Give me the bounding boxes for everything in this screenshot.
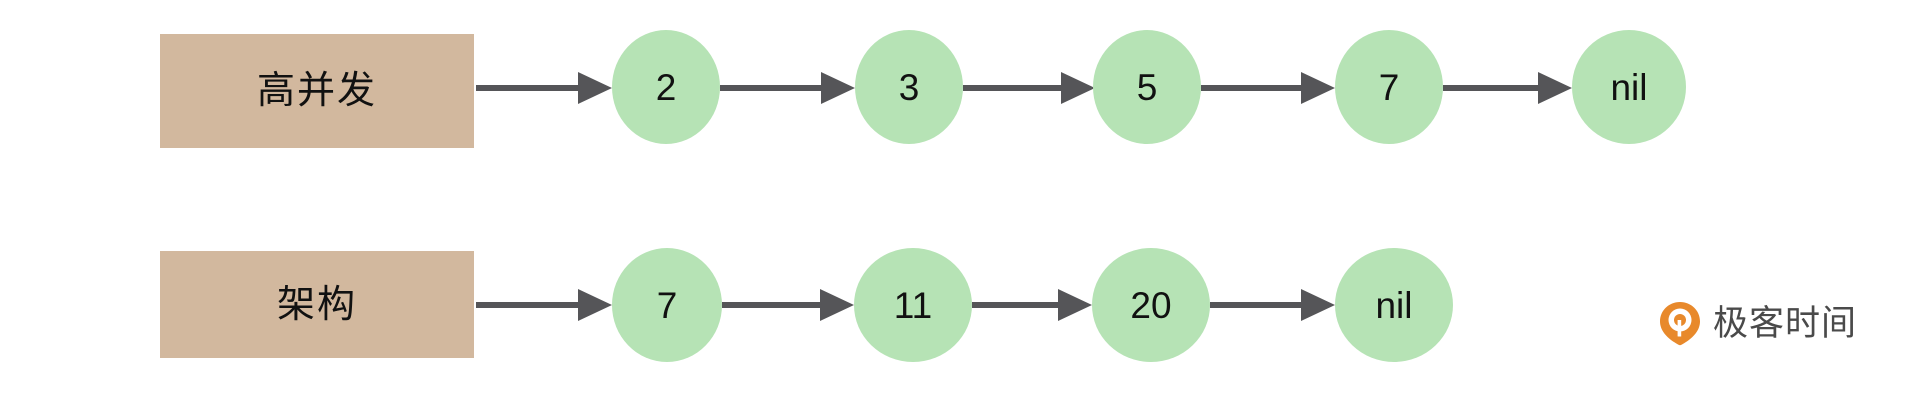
node-row2-1: 11 [854,248,972,362]
arrow-shaft [963,85,1061,91]
arrow-shaft [1201,85,1301,91]
arrow-head-icon [1301,72,1335,104]
node-label: 3 [898,66,920,108]
arrow-head-icon [1058,289,1092,321]
arrow-head-icon [820,289,854,321]
node-row1-2: 5 [1093,30,1201,144]
arrow-shaft [1443,85,1538,91]
node-row2-0: 7 [612,248,722,362]
node-row2-2: 20 [1092,248,1210,362]
node-row1-4: nil [1572,30,1686,144]
arrow-head-icon [1061,72,1095,104]
watermark-logo: 极客时间 [1657,300,1857,346]
arrow-shaft [476,85,578,91]
arrow-shaft [720,85,821,91]
row-label-text-2: 架构 [276,283,357,326]
node-row1-1: 3 [855,30,963,144]
node-label: 11 [893,284,933,326]
node-label: nil [1375,284,1413,326]
arrow-head-icon [578,289,612,321]
arrow-shaft [972,302,1058,308]
node-label: 2 [655,66,677,108]
row-label-box-1: 高并发 [160,34,474,148]
node-label: 7 [656,284,678,326]
arrow-shaft [476,302,578,308]
row-label-text-1: 高并发 [256,70,377,112]
arrow-head-icon [1538,72,1572,104]
node-row2-3: nil [1335,248,1453,362]
node-label: nil [1610,66,1648,108]
node-label: 5 [1136,66,1158,108]
node-label: 20 [1130,284,1172,326]
arrow-shaft [1210,302,1301,308]
arrow-shaft [722,302,820,308]
arrow-head-icon [821,72,855,104]
node-row1-0: 2 [612,30,720,144]
arrow-head-icon [578,72,612,104]
geektime-location-pin-icon [1657,300,1703,346]
arrow-head-icon [1301,289,1335,321]
row-label-box-2: 架构 [160,251,474,358]
node-row1-3: 7 [1335,30,1443,144]
watermark-brand-text: 极客时间 [1713,303,1858,343]
node-label: 7 [1378,66,1400,108]
